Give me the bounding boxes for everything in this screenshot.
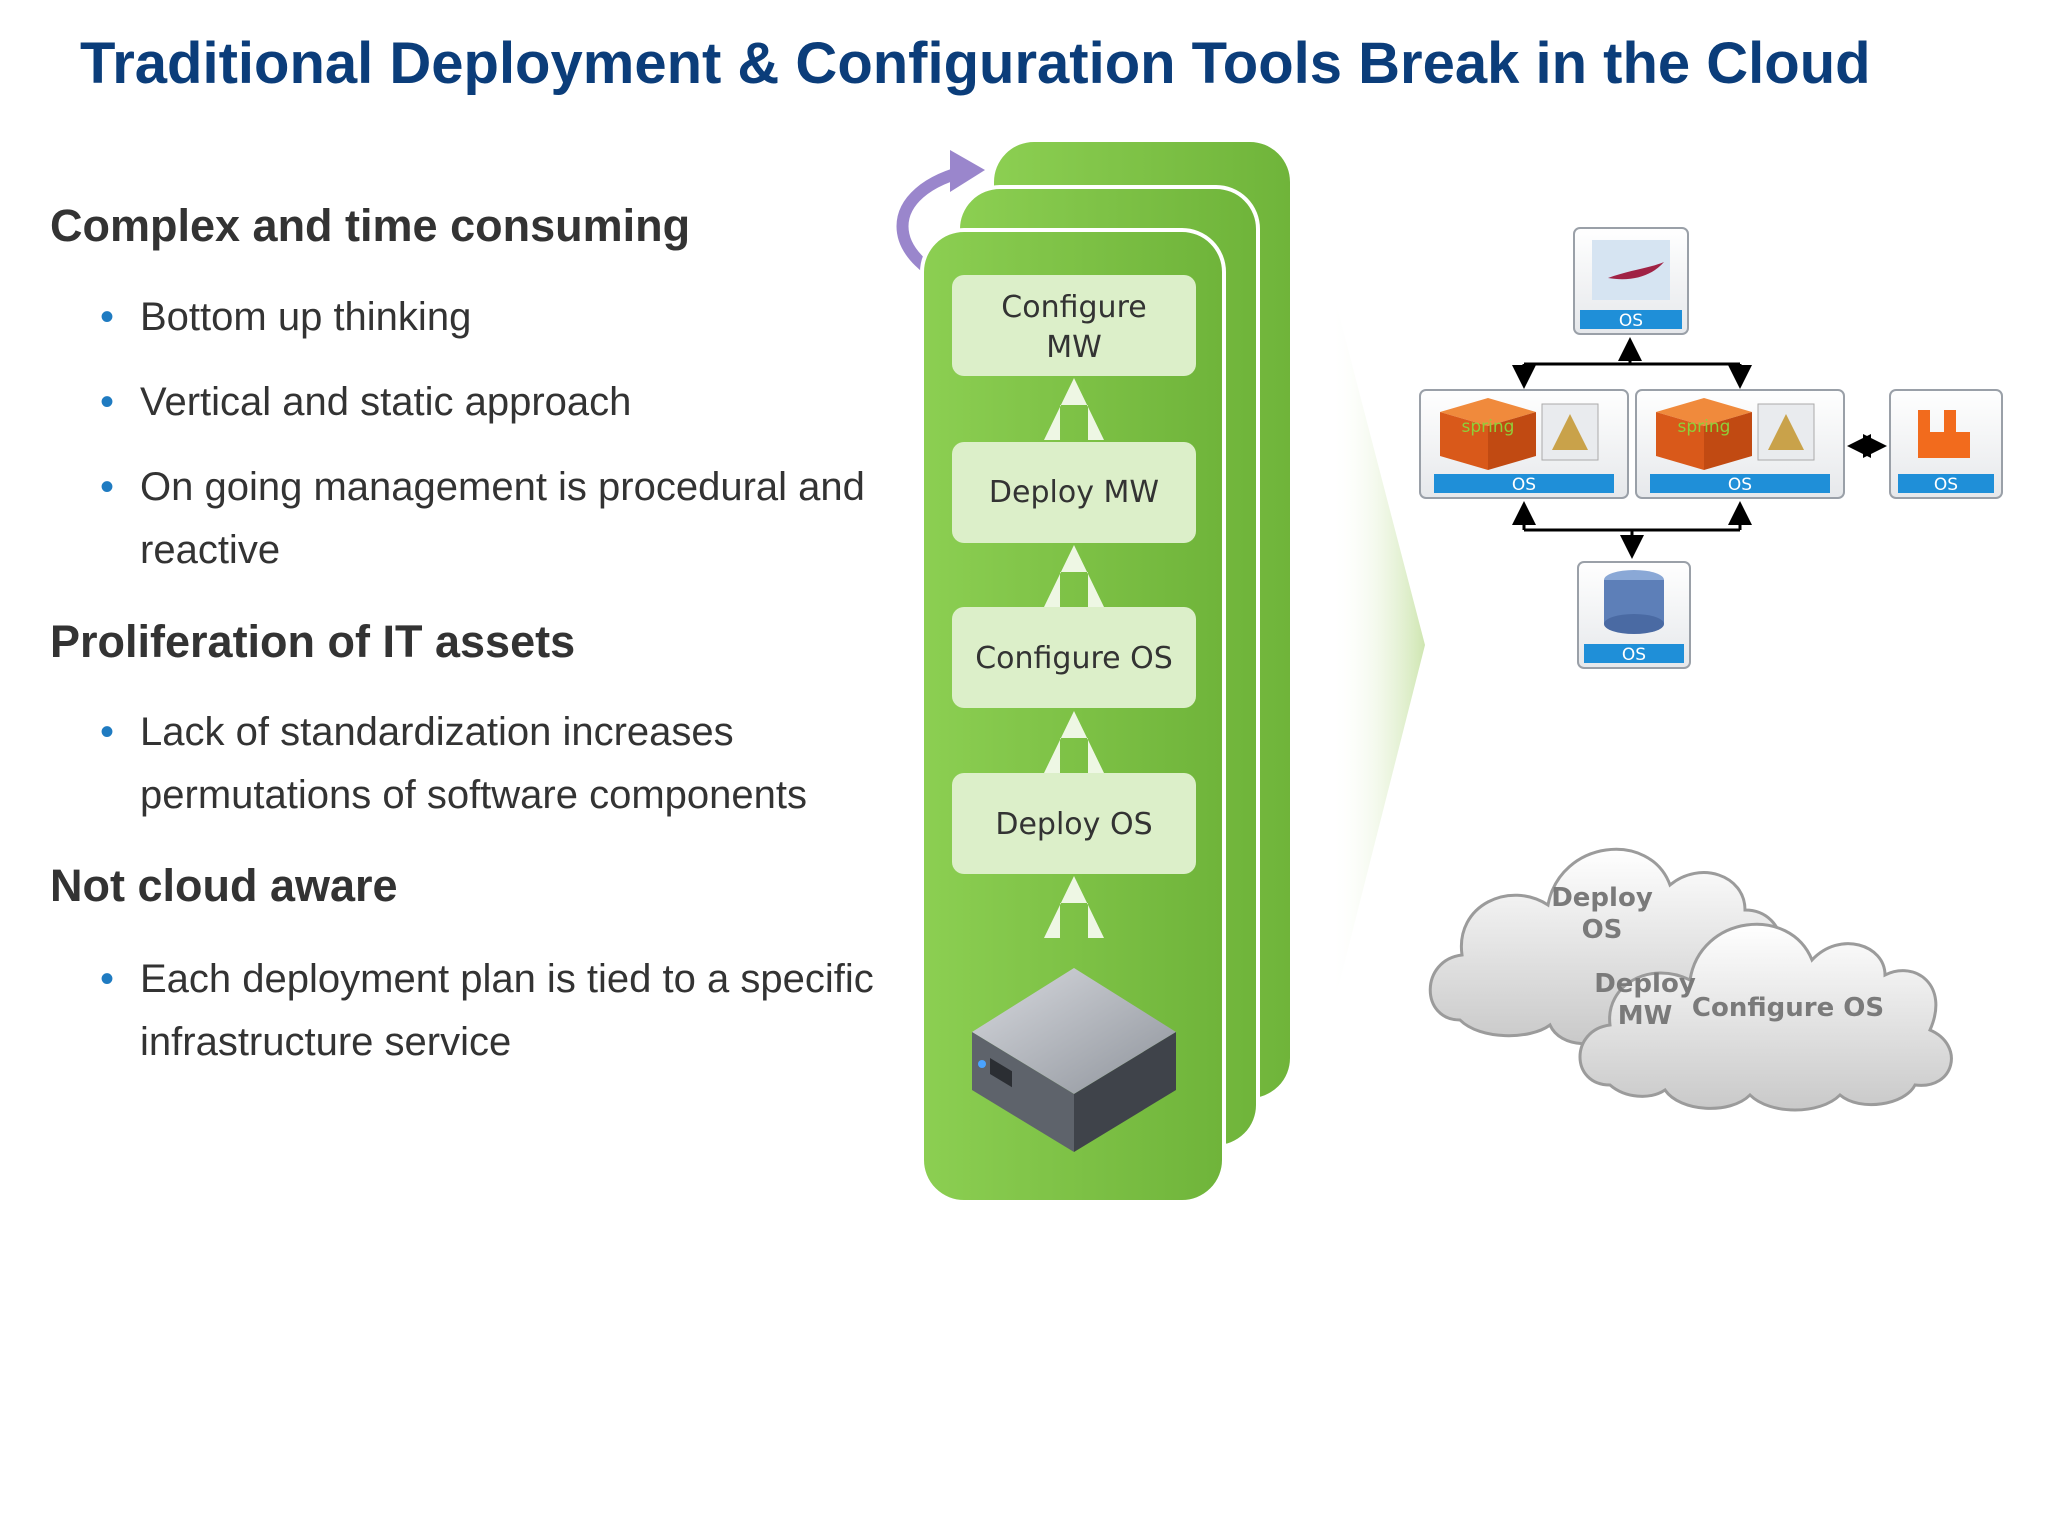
svg-text:Deploy MW: Deploy MW [989,475,1159,510]
step-configure-os: Configure OS [952,607,1196,708]
bullet-dot-icon: • [100,710,115,754]
svg-text:spring: spring [1678,417,1731,437]
feather-icon [1608,262,1664,280]
os-tile-app-2: spring OS [1635,389,1845,499]
bullet-item: • Bottom up thinking [100,286,471,349]
bullet-item: • Lack of standardization increases perm… [100,701,807,827]
bullet-dot-icon: • [100,295,115,339]
cloud-label: Deploy [1594,969,1696,999]
svg-text:Deploy OS: Deploy OS [995,807,1152,842]
svg-text:OS: OS [1622,645,1646,665]
os-tile-app-1: spring OS [1419,389,1629,499]
section-heading-complex: Complex and time consuming [50,200,691,251]
chevron-arrow-shape [1330,280,1425,1020]
bullet-item: • Vertical and static approach [100,371,631,434]
cloud-group: Deploy OS Deploy MW Configure OS [1428,847,1953,1112]
step-deploy-os: Deploy OS [952,773,1196,874]
bullet-item: • On going management is procedural and … [100,456,865,582]
rabbitmq-icon [1918,410,1970,458]
bullet-item: • Each deployment plan is tied to a spec… [100,948,874,1074]
up-arrow-icon [1044,378,1104,440]
cloud-label: MW [1618,1001,1673,1031]
bullet-dot-icon: • [100,380,115,424]
bullet-dot-icon: • [100,957,115,1001]
up-arrow-icon [1044,711,1104,773]
svg-text:OS: OS [1728,475,1752,495]
cloud-label: OS [1582,915,1623,945]
cloud-label: Deploy [1551,883,1653,913]
bullet-dot-icon: • [100,465,115,509]
cloud-label: Configure OS [1692,993,1884,1023]
svg-text:spring: spring [1462,417,1515,437]
slide-title: Traditional Deployment & Configuration T… [80,31,1871,96]
os-tile-messaging: OS [1889,389,2003,499]
svg-text:Configure OS: Configure OS [975,641,1173,676]
app-icon [1592,240,1670,300]
up-arrow-icon [1044,545,1104,607]
up-arrow-icon [1044,876,1104,938]
section-heading-proliferation: Proliferation of IT assets [50,616,576,667]
step-configure-mw: Configure MW [952,275,1196,376]
os-tile-database: OS [1577,561,1691,669]
svg-text:OS: OS [1512,475,1536,495]
cloud-shape [1578,922,1953,1112]
svg-text:MW: MW [1046,330,1102,365]
step-deploy-mw: Deploy MW [952,442,1196,543]
section-heading-cloud-aware: Not cloud aware [50,860,398,911]
svg-text:Configure: Configure [1001,290,1146,325]
server-icon [972,968,1176,1152]
os-tile-top: OS [1573,227,1689,335]
svg-text:OS: OS [1619,311,1643,331]
topology-diagram: OS spring OS spring OS [1419,227,2003,669]
svg-text:OS: OS [1934,475,1958,495]
